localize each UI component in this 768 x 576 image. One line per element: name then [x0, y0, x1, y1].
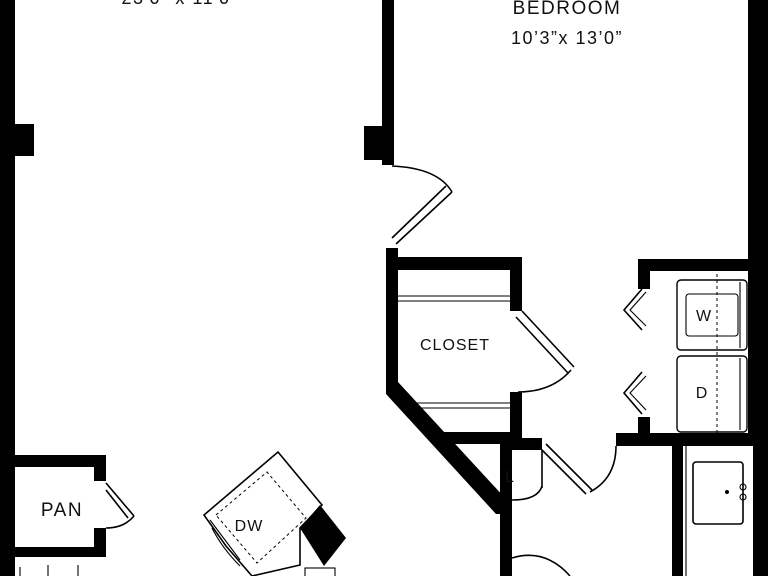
wall-pantry-top — [14, 455, 104, 467]
sink-drain — [725, 490, 729, 494]
bath-door-swing — [511, 554, 571, 576]
closet-door-leaf-b — [515, 316, 569, 374]
hall-door-leaf-a — [539, 447, 587, 495]
dryer — [676, 355, 748, 433]
linen-label: L — [505, 469, 515, 486]
laundry-door-lower-inner — [629, 375, 647, 411]
living-dimensions: 23'0" x 11'0" — [122, 0, 239, 8]
pantry-door-leaf-b — [105, 489, 129, 519]
counter-edge — [209, 519, 241, 561]
wall-closet-top — [386, 257, 522, 270]
labels: 23'0" x 11'0" BEDROOM 10’3”x 13’0” CLOSE… — [41, 0, 712, 535]
wall-laundry-left-upper — [638, 259, 650, 289]
closet-label: CLOSET — [420, 337, 490, 354]
linen-door-swing — [511, 485, 543, 501]
wall-right-lower — [753, 432, 768, 576]
closet-door-leaf-a — [521, 310, 575, 368]
pantry-door-leaf-a — [105, 482, 135, 517]
wall-center-partition — [382, 0, 394, 165]
pantry-door-swing — [105, 515, 135, 529]
wall-closet-left — [386, 248, 398, 388]
counter-outline — [202, 450, 324, 576]
wall-bath-left — [672, 433, 683, 576]
wall-laundry-top — [638, 259, 753, 271]
wall-linen-left — [500, 440, 512, 576]
washer-label: W — [696, 308, 712, 325]
washer-panel — [685, 293, 739, 337]
pantry-shelf — [19, 565, 79, 576]
bedroom-dimensions: 10’3”x 13’0” — [511, 28, 623, 48]
hall-door-swing — [589, 445, 617, 493]
bath-vanity — [685, 446, 747, 576]
bedroom-door-leaf-b — [391, 185, 447, 239]
sink-basin — [692, 461, 744, 525]
wall-pantry-right-upper — [94, 455, 106, 481]
wall-left-pier — [14, 124, 34, 156]
laundry-door-upper — [622, 288, 643, 331]
closet-door-swing — [517, 369, 572, 393]
kitchen-counter — [202, 450, 336, 576]
dryer-label: D — [696, 385, 709, 402]
wall-left-exterior — [0, 0, 15, 576]
wall-closet-diagonal — [386, 382, 505, 514]
bedroom-door-leaf-a — [395, 191, 453, 245]
wall-hall-lower — [616, 433, 756, 446]
laundry — [676, 268, 748, 433]
wall-linen-top — [500, 438, 542, 450]
closet-shelving — [398, 295, 510, 409]
doors — [105, 165, 647, 576]
laundry-door-upper-inner — [629, 291, 647, 327]
laundry-door-lower — [622, 371, 643, 415]
range-corner — [304, 567, 336, 576]
wall-right-exterior — [748, 0, 768, 440]
faucet-knob-a — [739, 483, 747, 491]
wall-kitchen-corner — [300, 505, 346, 566]
dishwasher-outline — [215, 471, 307, 564]
hall-door-leaf-b — [545, 443, 593, 491]
wall-center-pier — [364, 126, 386, 160]
counter-arc — [211, 527, 241, 567]
washer — [676, 279, 748, 351]
wall-closet-right-upper — [510, 259, 522, 311]
bedroom-label: BEDROOM — [513, 0, 622, 19]
dishwasher-label: DW — [235, 518, 264, 535]
bedroom-door-swing — [391, 165, 453, 193]
wall-pantry-bottom — [14, 547, 106, 557]
faucet-knob-b — [739, 493, 747, 501]
pantry-label: PAN — [41, 500, 83, 521]
